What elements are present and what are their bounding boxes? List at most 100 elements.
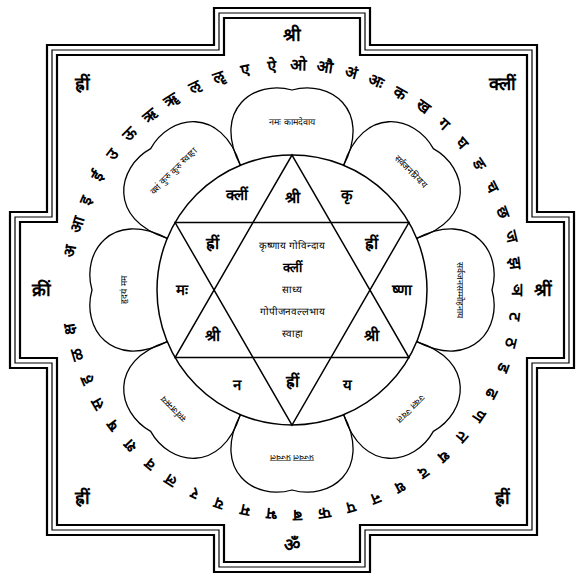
alphabet-letter: छ xyxy=(493,203,513,219)
alphabet-letter: स xyxy=(88,395,109,413)
mantra-line: साध्य xyxy=(282,279,302,301)
alphabet-letter: ॠ xyxy=(161,89,182,111)
circle-line xyxy=(157,155,427,425)
alphabet-letter: फ xyxy=(318,503,332,522)
alphabet-letter: ब xyxy=(294,506,303,524)
lotus-petal: सर्वजनस्य xyxy=(112,346,236,470)
alphabet-letter: ध xyxy=(392,477,409,497)
alphabet-letter: ल xyxy=(162,470,181,491)
bija-syllable: ह्रीं xyxy=(206,235,219,253)
alphabet-letter: ग xyxy=(434,114,453,133)
alphabet-letter: झ xyxy=(506,256,525,270)
bija-syllable: ह्रीं xyxy=(495,488,510,508)
alphabet-letter: ण xyxy=(468,406,489,426)
lotus-petal: ज्वल ज्वल xyxy=(348,346,472,470)
lotus-petal: सर्वजनसम्मोहनाय xyxy=(397,228,521,352)
petal-line xyxy=(124,122,241,239)
center-mantra: कृष्णाय गोविन्दायक्लींसाध्यगोपीजनवल्लभाय… xyxy=(255,233,329,347)
alphabet-letter: इ xyxy=(76,193,95,207)
lotus-petal: वशं कुरु कुरु स्वाहा xyxy=(112,110,236,234)
lotus-petal: सर्वजनप्रियाय xyxy=(348,110,472,234)
petal-line xyxy=(344,122,461,239)
petal-mantra: हृदयं मम xyxy=(120,250,130,330)
alphabet-letter: आ xyxy=(66,215,87,235)
triangle-line xyxy=(175,223,409,426)
alphabet-letter: ट xyxy=(506,312,524,322)
mantra-line: क्लीं xyxy=(283,257,302,279)
triangle-line xyxy=(175,155,409,358)
alphabet-letter: ह xyxy=(76,372,96,387)
bija-syllable: ह्रीं xyxy=(286,373,299,391)
alphabet-letter: थ xyxy=(434,446,453,466)
alphabet-letter: म xyxy=(238,500,251,519)
bija-syllable: श्रीं xyxy=(534,280,552,300)
mantra-line: स्वाहा xyxy=(282,323,303,345)
petal-mantra: नमः कामदेवाय xyxy=(252,118,332,128)
alphabet-letter: ख xyxy=(413,96,434,118)
petal-mantra: प्रज्वल प्रज्वल xyxy=(252,452,332,462)
lotus-petal: प्रज्वल प्रज्वल xyxy=(230,395,354,519)
alphabet-letter: श xyxy=(120,436,140,456)
alphabet-letter: ऌ xyxy=(186,77,204,98)
alphabet-letter: उ xyxy=(103,145,122,163)
alphabet-letter: क xyxy=(391,82,410,103)
bija-syllable: ह्रीं xyxy=(75,74,90,94)
alphabet-letter: न xyxy=(369,489,384,509)
alphabet-letter: ष xyxy=(103,417,122,435)
alphabet-letter: ञ xyxy=(508,284,526,296)
alphabet-letter: घ xyxy=(453,134,472,152)
alphabet-letter: ओ xyxy=(290,56,306,74)
gate-line xyxy=(20,18,564,562)
alphabet-letter: द xyxy=(414,463,432,483)
bija-syllable: ह्रीं xyxy=(365,235,378,253)
bija-syllable: न xyxy=(233,377,241,394)
gate-line xyxy=(15,13,569,567)
alphabet-letter: अः xyxy=(366,70,386,92)
bija-syllable: ॐ xyxy=(284,535,300,555)
bija-syllable: य xyxy=(343,377,352,394)
alphabet-letter: ठ xyxy=(501,336,520,349)
bija-syllable: मः xyxy=(176,282,188,299)
bija-syllable: श्री xyxy=(283,25,301,45)
alphabet-letter: च xyxy=(482,179,502,196)
alphabet-letter: अ xyxy=(61,243,80,258)
alphabet-letter: र xyxy=(188,483,202,502)
alphabet-letter: ऐ xyxy=(266,57,277,75)
alphabet-letter: य xyxy=(212,493,226,513)
petal-line xyxy=(90,229,167,351)
bija-syllable: क्लीं xyxy=(489,74,516,94)
bija-syllable: क्रीं xyxy=(32,280,51,300)
alphabet-letter: ड xyxy=(493,361,513,376)
alphabet-letter: ई xyxy=(88,168,107,184)
alphabet-letter: अं xyxy=(343,63,359,83)
alphabet-letter: औ xyxy=(316,58,334,78)
bija-syllable: श्री xyxy=(364,327,379,345)
alphabet-letter: क्ष xyxy=(61,322,80,336)
alphabet-letter: ऋ xyxy=(139,104,161,126)
alphabet-letter: भ xyxy=(265,505,278,524)
alphabet-letter: ढ xyxy=(482,385,502,401)
gate-line xyxy=(10,8,574,572)
alphabet-letter: ॡ xyxy=(211,67,227,87)
alphabet-letter: ऊ xyxy=(119,123,141,145)
bija-syllable: श्री xyxy=(285,189,300,207)
bija-syllable: ह्रीं xyxy=(75,488,90,508)
bija-syllable: कृ xyxy=(341,186,353,203)
lotus-petal: हृदयं मम xyxy=(63,228,187,352)
alphabet-letter: ज xyxy=(501,229,521,245)
hexagram-circle: कृष्णाय गोविन्दायक्लींसाध्यगोपीजनवल्लभाय… xyxy=(152,150,432,430)
alphabet-letter: व xyxy=(141,455,159,474)
mantra-line: कृष्णाय गोविन्दाय xyxy=(259,235,325,257)
petal-line xyxy=(124,342,241,459)
mantra-line: गोपीजनवल्लभाय xyxy=(260,301,325,323)
petal-mantra: सर्वजनसम्मोहनाय xyxy=(454,250,464,330)
bija-syllable: श्री xyxy=(205,327,220,345)
petal-line xyxy=(417,229,494,351)
lotus-petal: नमः कामदेवाय xyxy=(230,61,354,185)
bija-syllable: ष्णा xyxy=(392,282,412,299)
alphabet-letter: त xyxy=(453,428,472,446)
petal-line xyxy=(344,342,461,459)
bija-syllable: क्लीं xyxy=(226,186,248,203)
